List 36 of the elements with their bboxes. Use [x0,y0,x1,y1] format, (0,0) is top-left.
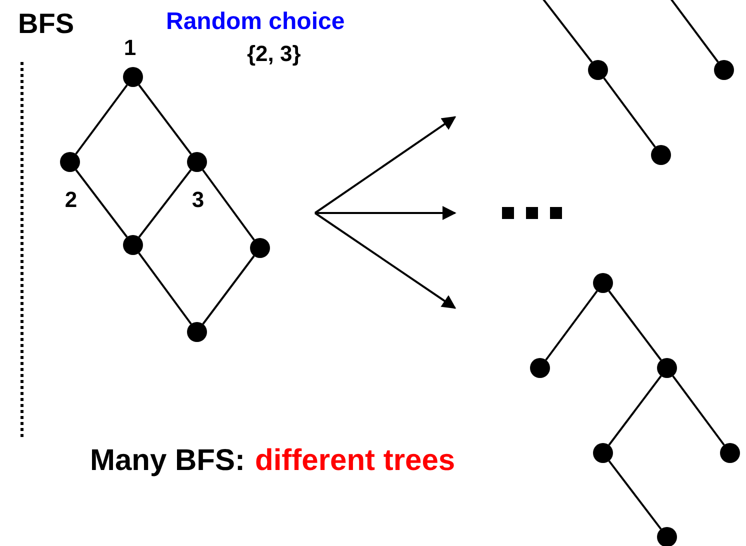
tree-edge [75,84,128,155]
tree-edge [608,460,662,530]
tree-edge [608,290,662,361]
tree-edge [202,255,255,325]
graph-vertex [60,152,80,172]
annotation-text: {2, 3} [247,40,301,68]
graph-vertex [588,60,608,80]
heading: BFS [18,7,74,41]
tree-edge [672,375,725,446]
graph-vertex [250,238,270,258]
graph-vertex [123,67,143,87]
annotation-text: Random choice [166,7,345,37]
vertex-number: 2 [64,189,78,211]
tree-edge [545,290,598,361]
graph-vertex [657,527,677,546]
graph-vertex [657,358,677,378]
graph-vertex [651,145,671,165]
tree-edge [138,252,192,325]
tree-edge [608,375,662,446]
tree-edge [603,77,656,148]
vertex-number: 3 [192,189,204,211]
vertex-number: 1 [124,37,136,59]
tree-edge [138,84,192,155]
graph-vertex [187,322,207,342]
caption-text: different trees [255,443,456,479]
graph-vertex [123,235,143,255]
graph-vertex [187,152,207,172]
graph-vertex [720,443,740,463]
graph-vertex [593,273,613,293]
tree-edge [138,169,192,238]
tree-edge [202,169,255,241]
tree-edge [75,169,128,238]
graph-vertex [530,358,550,378]
graph-vertex [593,443,613,463]
graph-vertex [714,60,734,80]
caption-text: Many BFS: [90,443,246,479]
